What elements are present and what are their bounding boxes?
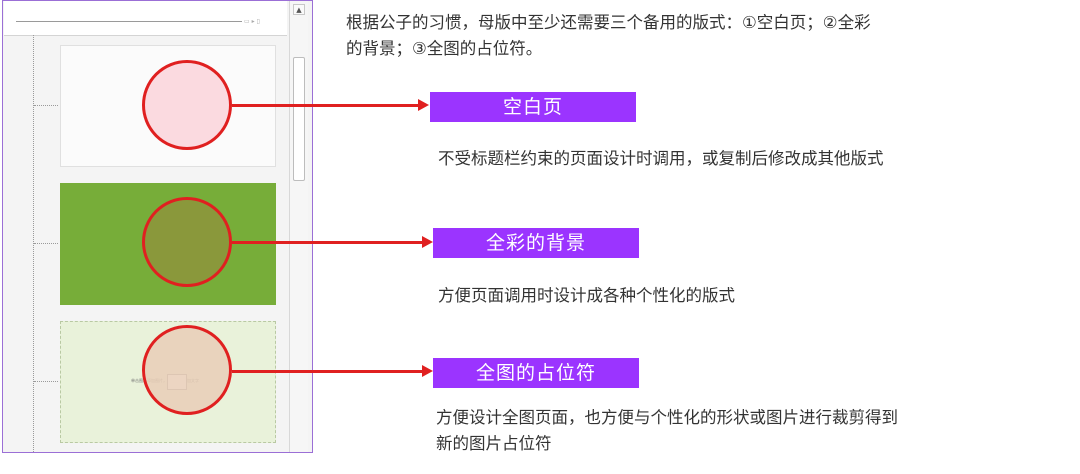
arrow-line-picture (232, 370, 424, 373)
arrow-line-blank (232, 104, 420, 107)
desc-line: 方便设计全图页面，也方便与个性化的形状或图片进行裁剪得到 (436, 408, 898, 427)
hierarchy-tick (34, 381, 58, 382)
desc-line: 新的图片占位符 (436, 434, 552, 453)
arrow-head-icon (422, 365, 433, 377)
highlight-circle-blank (142, 60, 232, 150)
highlight-circle-picture (142, 325, 232, 415)
arrow-head-icon (418, 99, 429, 111)
layout-tag-blank: 空白页 (430, 92, 636, 122)
master-slide-thumbnail[interactable]: ▭ ▸ ▯ (4, 1, 287, 36)
intro-line: 的背景；③全图的占位符。 (346, 39, 543, 58)
mini-toolbar-icons: ▭ ▸ ▯ (244, 18, 260, 25)
arrow-head-icon (422, 236, 433, 248)
intro-paragraph: 根据公子的习惯，母版中至少还需要三个备用的版式：①空白页；②全彩 的背景；③全图… (346, 10, 871, 62)
hierarchy-guide (33, 35, 34, 452)
layout-desc-picture: 方便设计全图页面，也方便与个性化的形状或图片进行裁剪得到 新的图片占位符 (436, 405, 898, 457)
vertical-scrollbar[interactable]: ▲ (289, 1, 308, 452)
scrollbar-thumb[interactable] (293, 57, 305, 181)
arrow-line-full-color (232, 241, 424, 244)
layout-desc-full-color: 方便页面调用时设计成各种个性化的版式 (438, 286, 735, 305)
layout-tag-picture: 全图的占位符 (433, 358, 639, 388)
layout-tag-full-color: 全彩的背景 (433, 228, 639, 258)
hierarchy-tick (34, 105, 58, 106)
highlight-circle-full-color (142, 197, 232, 287)
intro-line: 根据公子的习惯，母版中至少还需要三个备用的版式：①空白页；②全彩 (346, 13, 871, 32)
layout-desc-blank: 不受标题栏约束的页面设计时调用，或复制后修改成其他版式 (438, 149, 884, 168)
hierarchy-tick (34, 243, 58, 244)
scroll-up-icon[interactable]: ▲ (293, 4, 305, 15)
title-placeholder-line (16, 21, 242, 22)
